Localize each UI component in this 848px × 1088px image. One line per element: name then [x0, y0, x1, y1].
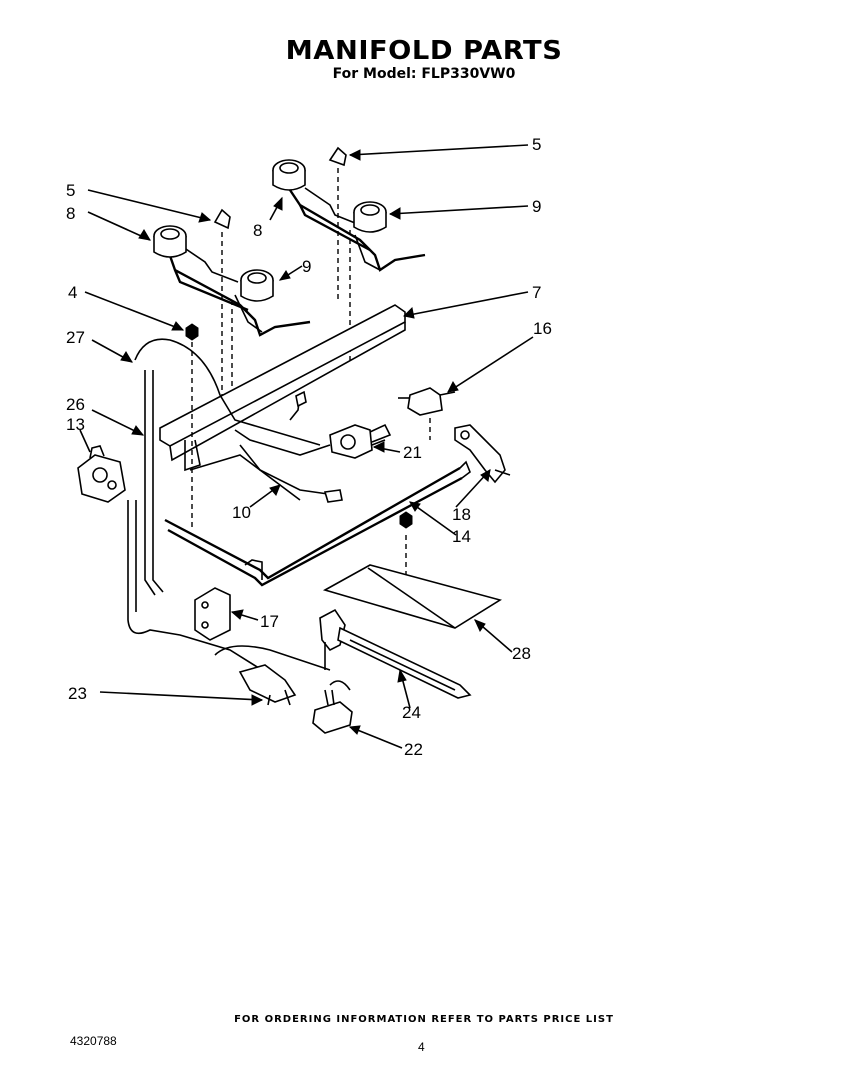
- callout-21: 21: [403, 443, 422, 462]
- callout-23: 23: [68, 684, 87, 703]
- mounting-bracket: [194, 587, 231, 641]
- callout-18: 18: [452, 505, 471, 524]
- orifice-hood: [328, 146, 347, 167]
- oven-burner: [319, 608, 472, 699]
- document-number: 4320788: [70, 1034, 117, 1048]
- callout-22: 22: [404, 740, 423, 759]
- gas-valve: [329, 423, 392, 459]
- callout-26: 26: [66, 395, 85, 414]
- arrowheads: [120, 149, 491, 735]
- safety-valve: [77, 445, 126, 503]
- callout-9-front: 9: [302, 257, 311, 276]
- callout-5-rear: 5: [532, 135, 541, 154]
- gas-tubing: [127, 338, 321, 676]
- manifold-pipe: [164, 460, 471, 587]
- ordering-note: FOR ORDERING INFORMATION REFER TO PARTS …: [234, 1014, 614, 1025]
- callout-labels: 5 5 8 8 9 9 4 7 27 16 26 13 21 10 18 14 …: [66, 135, 552, 759]
- heat-deflector: [322, 564, 502, 629]
- oven-pilot: [214, 645, 331, 706]
- page-number: 4: [418, 1040, 425, 1054]
- callout-9-rear: 9: [532, 197, 541, 216]
- callout-14: 14: [452, 527, 471, 546]
- callout-8-front: 8: [66, 204, 75, 223]
- page-title: MANIFOLD PARTS: [285, 36, 563, 66]
- callout-10: 10: [232, 503, 251, 522]
- spark-igniter: [398, 387, 456, 416]
- orifice-hood: [213, 208, 231, 230]
- leader-lines: [79, 144, 534, 749]
- callout-28: 28: [512, 644, 531, 663]
- front-burner-assembly: [153, 208, 311, 400]
- callout-13: 13: [66, 415, 85, 434]
- callout-24: 24: [402, 703, 421, 722]
- callout-16: 16: [533, 319, 552, 338]
- callout-4: 4: [68, 283, 77, 302]
- model-subtitle: For Model: FLP330VW0: [332, 66, 516, 82]
- hex-nut: [185, 323, 199, 530]
- callout-5-front: 5: [66, 181, 75, 200]
- callout-8-rear: 8: [253, 221, 262, 240]
- pilot-tubing: [234, 390, 343, 503]
- support-bracket: [454, 424, 511, 484]
- callout-7: 7: [532, 283, 541, 302]
- callout-17: 17: [260, 612, 279, 631]
- oven-igniter: [312, 680, 353, 734]
- rear-burner-assembly: [272, 146, 426, 360]
- callout-27: 27: [66, 328, 85, 347]
